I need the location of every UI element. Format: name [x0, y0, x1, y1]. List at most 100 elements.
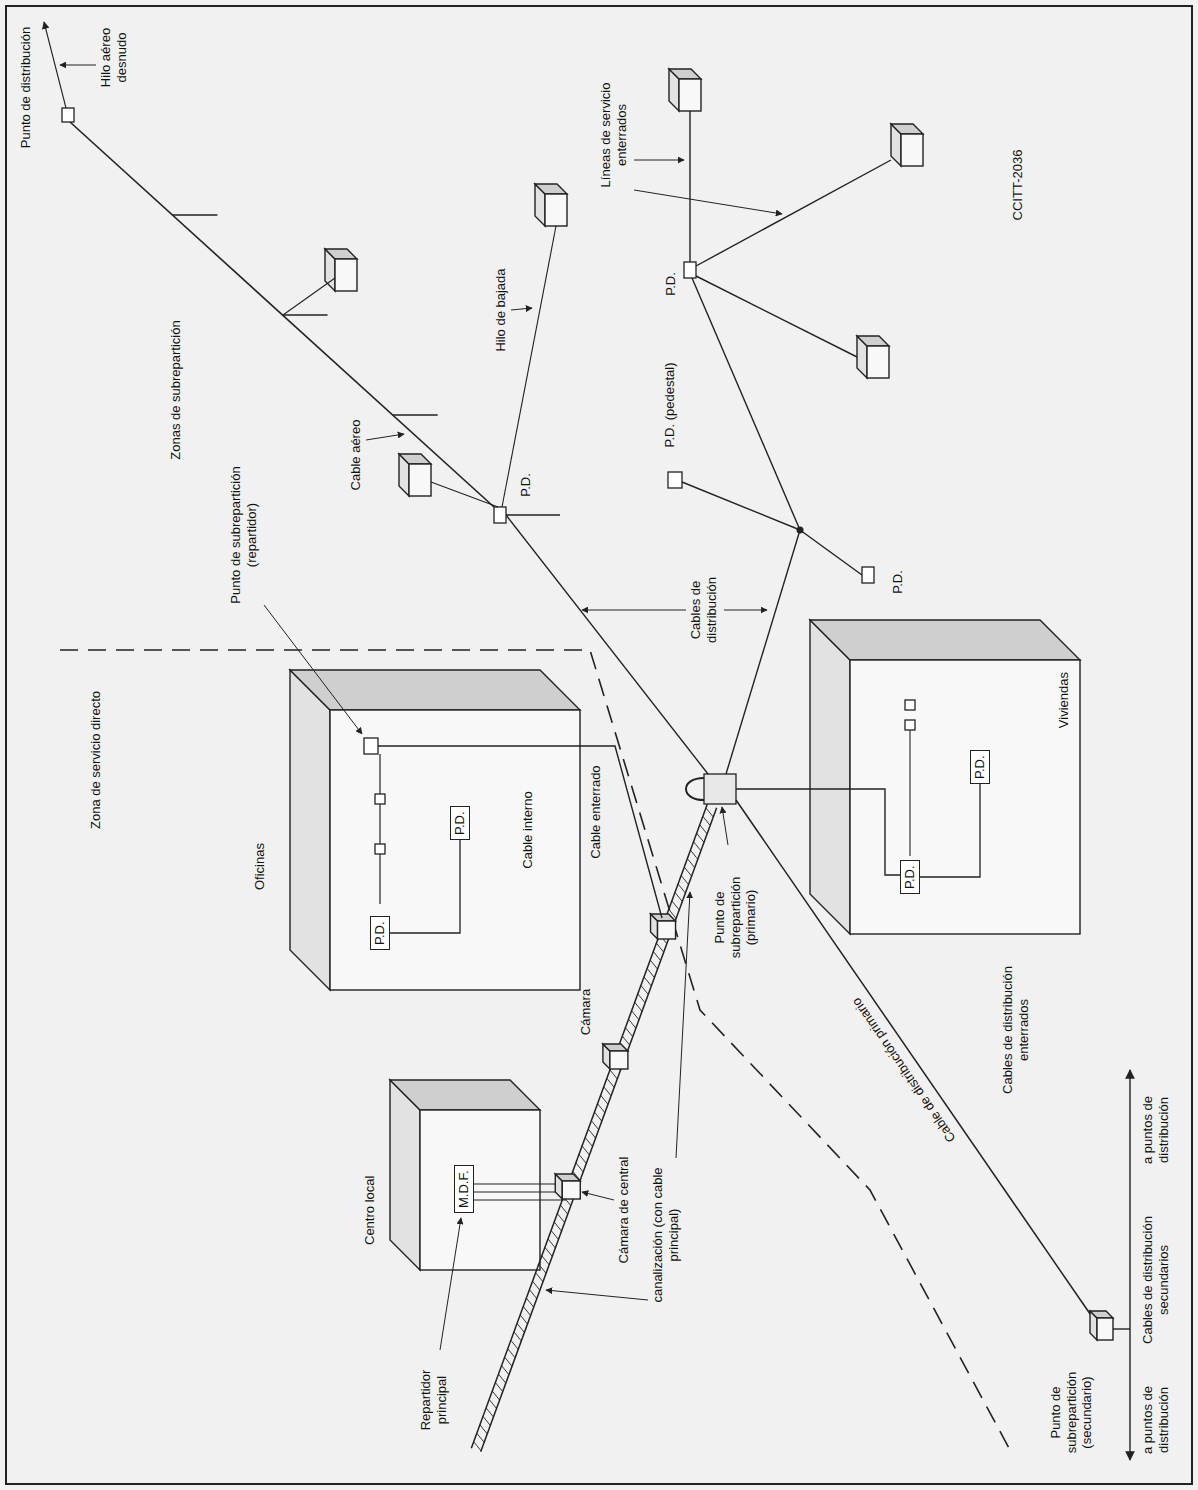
box-front-face — [867, 346, 889, 378]
duct-hatch — [560, 1205, 567, 1214]
duct-hatch — [644, 977, 651, 986]
callout-label: Punto de subrepartición (repartidor) — [228, 450, 259, 620]
duct-hatch — [495, 1383, 502, 1392]
box-front-face — [335, 259, 357, 291]
duct-hatch — [684, 867, 691, 876]
callout-label: CCITT-2036 — [1010, 135, 1026, 235]
duct-hatch — [480, 1425, 487, 1434]
box-label: P.D. — [452, 811, 468, 835]
pole — [393, 414, 438, 415]
duct-hatch — [591, 1121, 598, 1130]
house-symbol — [891, 124, 923, 166]
internal-cable — [379, 754, 380, 904]
duct-hatch — [641, 985, 648, 994]
duct-hatch — [539, 1264, 546, 1273]
duct-hatch — [650, 960, 657, 969]
callout-label: Repartidor principal — [418, 1350, 449, 1450]
manhole-symbol — [603, 1044, 628, 1069]
duct-hatch — [551, 1230, 558, 1239]
mdf-cable — [472, 1199, 566, 1200]
duct-hatch — [598, 1104, 605, 1113]
leader-arrow — [724, 610, 767, 611]
callout-label: Cable interno — [520, 780, 536, 880]
duct-hatch — [703, 816, 710, 825]
house-symbol — [535, 184, 567, 226]
box-front-face — [562, 1181, 580, 1199]
leader-arrow — [676, 892, 690, 1158]
box-side-face — [1090, 1311, 1113, 1318]
terminal-box — [905, 700, 915, 710]
aerial-cable — [70, 122, 494, 507]
box-front-face — [420, 1110, 540, 1270]
duct-hatch — [656, 943, 663, 952]
terminal-box — [375, 794, 385, 804]
duct-hatch — [632, 1011, 639, 1020]
callout-label: a puntos de distribución — [1140, 1070, 1171, 1190]
duct-hatch — [477, 1433, 484, 1442]
manhole-symbol — [555, 1174, 580, 1199]
box-side-face — [555, 1174, 580, 1181]
duct-hatch — [706, 808, 713, 817]
duct-hatch — [489, 1399, 496, 1408]
duct-hatch — [582, 1146, 589, 1155]
duct-hatch — [502, 1366, 509, 1375]
duct-hatch — [514, 1332, 521, 1341]
housing-building: ViviendasP.D.P.D. — [850, 660, 1080, 934]
house-symbol — [325, 249, 357, 291]
drop-wire — [431, 482, 498, 507]
duct-hatch — [474, 1442, 481, 1451]
box-side-face — [651, 914, 676, 921]
mdf-cable — [472, 1191, 566, 1192]
duct-hatch — [533, 1281, 540, 1290]
duct-hatch — [526, 1298, 533, 1307]
duct-hatch — [523, 1306, 530, 1315]
duct-hatch — [483, 1416, 490, 1425]
box-front-face — [610, 1051, 628, 1069]
zone-label: Zona de servicio directo — [88, 670, 104, 850]
pole — [172, 214, 217, 215]
duct-hatch — [694, 842, 701, 851]
box-front-face — [901, 134, 923, 166]
box-side-face — [891, 124, 923, 134]
box-top-face — [810, 620, 850, 934]
callout-label: Cable de distribución primario — [832, 971, 975, 1169]
box-top-face — [290, 670, 330, 990]
page-frame — [6, 6, 1192, 1484]
callout-label: Cables de distribución — [688, 560, 719, 660]
duct-hatch — [548, 1239, 555, 1248]
duct-hatch — [604, 1087, 611, 1096]
box-label: M.D.F. — [456, 1170, 472, 1208]
box-front-face — [679, 79, 701, 111]
zone-label: Zonas de subrepartición — [168, 290, 184, 490]
distribution-point: P.D. — [900, 860, 920, 894]
distribution-point-box — [684, 262, 696, 278]
duct-hatch — [638, 994, 645, 1003]
cable-connector — [920, 784, 980, 877]
duct-wall — [481, 808, 717, 1452]
house-symbol — [669, 69, 701, 111]
duct-hatch — [687, 859, 694, 868]
leader-arrow — [366, 434, 404, 440]
leader-arrow — [440, 1218, 461, 1350]
duct-hatch — [647, 968, 654, 977]
box-side-face — [390, 1080, 540, 1110]
duct-hatch — [492, 1391, 499, 1400]
primary-distribution-cable — [736, 800, 1097, 1324]
leader-arrow — [511, 308, 532, 310]
box-side-face — [857, 336, 889, 346]
box-side-face — [399, 454, 431, 464]
distribution-point: P.D. — [370, 916, 390, 950]
cabinet-loop — [686, 778, 704, 800]
duct-hatch — [625, 1028, 632, 1037]
central-office-building — [390, 1080, 540, 1270]
box-label: P.D. — [902, 865, 918, 889]
duct-hatch — [675, 892, 682, 901]
distribution-point-box — [494, 507, 506, 523]
callout-label: a puntos de distribución — [1140, 1365, 1171, 1475]
box-front-face — [545, 194, 567, 226]
leader-arrow — [264, 605, 362, 734]
box-front-face — [330, 710, 580, 990]
